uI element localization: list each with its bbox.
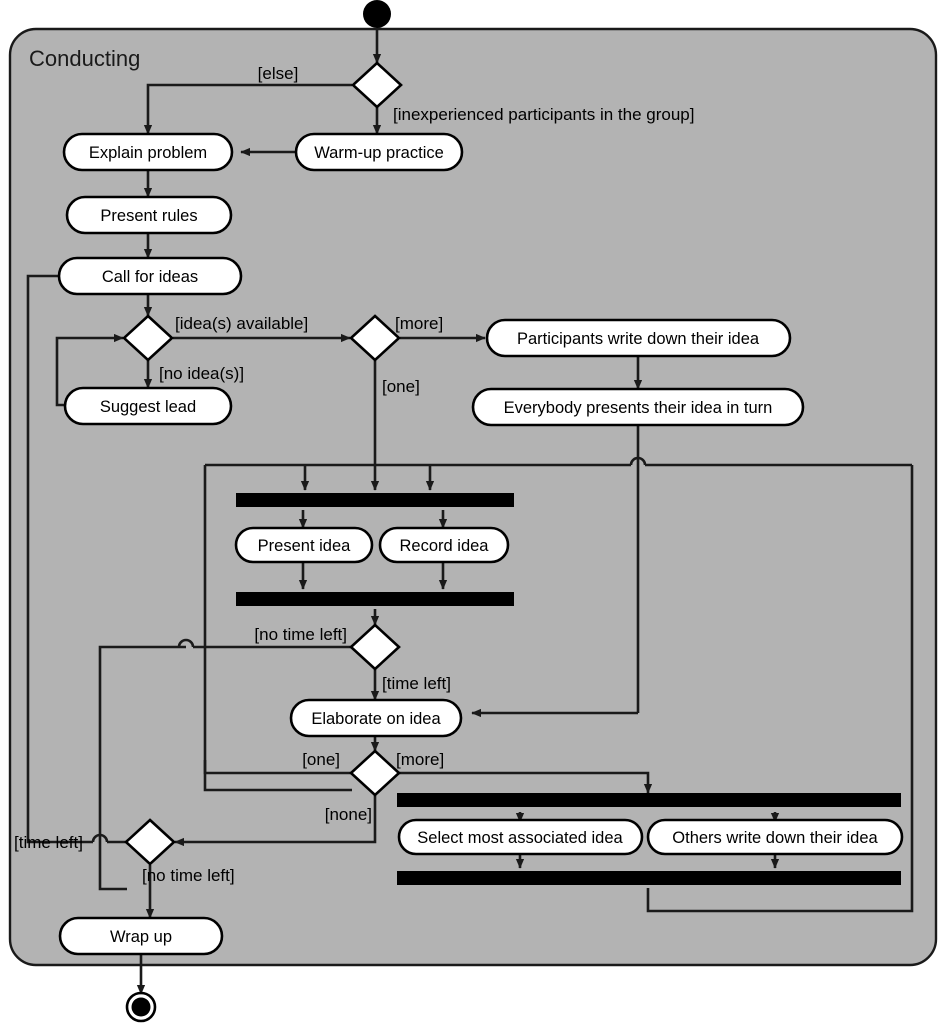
activity-select-most-associated-label: Select most associated idea [417,829,623,847]
join-bar-present-record [236,592,514,606]
guard-else: [else] [258,64,299,83]
edge-one2-left [203,760,352,775]
fork-bar-select-others [397,793,901,807]
activity-present-rules[interactable] [65,195,233,235]
activity-participants-write[interactable] [485,318,792,358]
activity-present-idea-label: Present idea [258,537,351,555]
activity-participants-write-label: Participants write down their idea [517,330,760,348]
activity-suggest-lead-label: Suggest lead [100,398,196,416]
edge-more2-to-fork2 [398,771,653,794]
guard-no-time-left-2: [no time left] [142,866,235,885]
activity-everybody-presents-label: Everybody presents their idea in turn [504,399,773,417]
edge-one2-return [203,465,352,792]
line-hop-notime1 [177,638,195,648]
activity-explain-problem-label: Explain problem [89,144,207,162]
edge-notime1-c [98,645,127,891]
activity-explain-problem[interactable] [62,132,234,172]
guard-time-left-1: [time left] [382,674,451,693]
activity-elaborate-on-idea-label: Elaborate on idea [311,710,441,728]
initial-node [363,0,391,28]
line-hop-everybody [629,456,647,466]
decision-more-ideas[interactable] [349,749,401,797]
guard-one-2: [one] [302,750,340,769]
activity-present-rules-label: Present rules [100,207,197,225]
activity-present-idea[interactable] [234,526,374,564]
decision-idea-count[interactable] [349,314,401,362]
decision-time-left-2[interactable] [124,818,176,866]
activity-others-write[interactable] [646,818,904,856]
activity-select-most-associated[interactable] [397,818,644,856]
activity-warm-up-practice-label: Warm-up practice [314,144,444,162]
guard-no-ideas: [no idea(s)] [159,364,244,383]
frame-title: Conducting [29,46,140,71]
guard-none: [none] [325,805,372,824]
decision-time-left-1[interactable] [349,623,401,671]
guard-time-left-2: [time left] [14,833,83,852]
edge-join2-right-return [646,465,914,913]
final-node [131,997,151,1017]
decision-ideas-available[interactable] [122,314,174,362]
guard-no-time-left-1: [no time left] [254,625,347,644]
activity-wrap-up[interactable] [58,916,224,956]
join-bar-select-others [397,871,901,885]
activity-suggest-lead[interactable] [63,386,233,426]
activity-warm-up-practice[interactable] [294,132,464,172]
guard-one: [one] [382,377,420,396]
guard-more: [more] [395,314,443,333]
activity-call-for-ideas-label: Call for ideas [102,268,198,286]
edge-suggest-to-decision-ideas [55,333,124,407]
line-hop-timeleft2 [91,833,109,843]
final-node-ring [125,991,157,1023]
activity-everybody-presents[interactable] [471,387,805,427]
guard-ideas-available: [idea(s) available] [175,314,308,333]
guard-more-2: [more] [396,750,444,769]
activity-elaborate-on-idea[interactable] [289,698,463,738]
guard-inexperienced: [inexperienced participants in the group… [393,105,694,124]
activity-record-idea-label: Record idea [400,537,490,555]
activity-call-for-ideas[interactable] [57,256,243,296]
edge-else-to-explain [143,83,352,135]
fork-bar-present-record [236,493,514,507]
edge-none-to-decision-time2 [174,795,377,847]
activity-wrap-up-label: Wrap up [110,928,172,946]
activity-others-write-label: Others write down their idea [672,829,878,847]
activity-record-idea[interactable] [378,526,510,564]
decision-experience[interactable] [351,61,403,109]
